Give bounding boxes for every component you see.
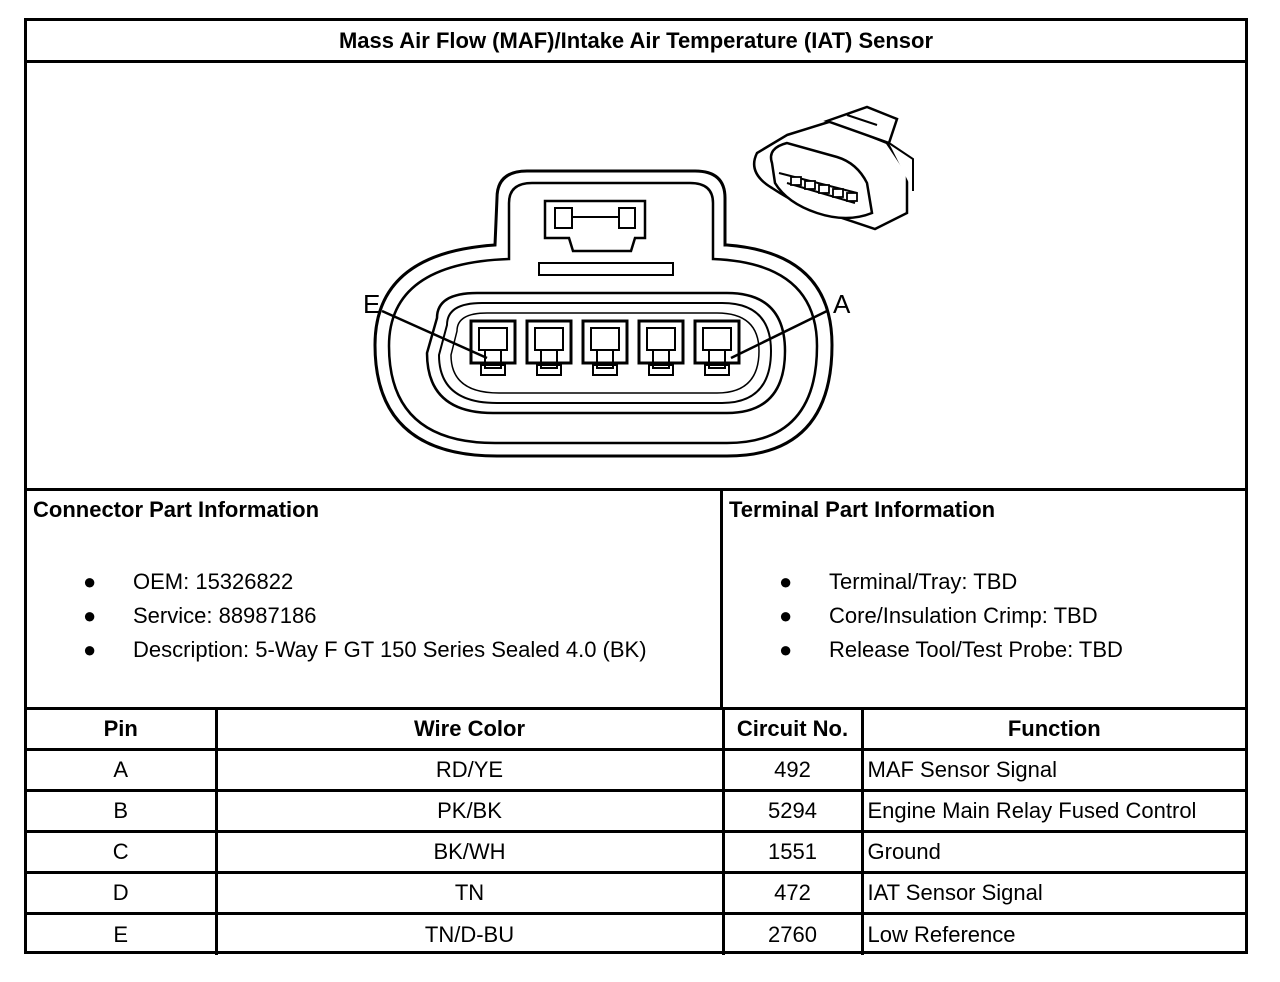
terminal-info-list: ●Terminal/Tray: TBD ●Core/Insulation Cri… [779, 569, 1123, 671]
cell-circuit-no: 472 [721, 871, 864, 915]
cell-function: Engine Main Relay Fused Control [860, 789, 1245, 833]
list-item: ●Description: 5-Way F GT 150 Series Seal… [83, 637, 647, 662]
header-circuit-no: Circuit No. [721, 707, 864, 751]
connector-diagram: E A [27, 63, 1245, 491]
bullet-icon: ● [83, 569, 97, 594]
table-row: A RD/YE 492 MAF Sensor Signal [27, 748, 1245, 792]
seal-inner [437, 302, 773, 404]
housing-outer [373, 169, 834, 458]
terminal-cavity-d [525, 319, 573, 376]
terminal-cavity-e [469, 319, 517, 376]
table-row: E TN/D-BU 2760 Low Reference [27, 912, 1245, 955]
cell-pin: E [27, 912, 218, 955]
cell-wire-color: PK/BK [214, 789, 725, 833]
cell-wire-color: TN [214, 871, 725, 915]
cell-pin: D [27, 871, 218, 915]
list-item: ●Release Tool/Test Probe: TBD [779, 637, 1123, 662]
pin-label-a: A [833, 289, 851, 319]
pin-label-e: E [363, 289, 380, 319]
cell-pin: B [27, 789, 218, 833]
pinout-sheet: Mass Air Flow (MAF)/Intake Air Temperatu… [24, 18, 1248, 955]
table-row: D TN 472 IAT Sensor Signal [27, 871, 1245, 915]
terminal-cavity-c [581, 319, 629, 376]
terminal-cavity-a [693, 319, 741, 376]
cell-circuit-no: 492 [721, 748, 864, 792]
connector-part-info: Connector Part Information ●OEM: 1532682… [27, 491, 723, 707]
table-row: C BK/WH 1551 Ground [27, 830, 1245, 874]
callout-line-a [730, 309, 828, 360]
cell-pin: A [27, 748, 218, 792]
cell-function: MAF Sensor Signal [860, 748, 1245, 792]
cell-function: IAT Sensor Signal [860, 871, 1245, 915]
cell-wire-color: RD/YE [214, 748, 725, 792]
terminal-info-heading: Terminal Part Information [729, 497, 996, 522]
pinout-table: Pin Wire Color Circuit No. Function A RD… [27, 707, 1245, 955]
bullet-icon: ● [779, 637, 793, 662]
terminal-cavities [469, 319, 741, 376]
cell-circuit-no: 5294 [721, 789, 864, 833]
list-item: ●Terminal/Tray: TBD [779, 569, 1018, 594]
seal-outer [425, 291, 787, 415]
header-pin: Pin [27, 707, 218, 751]
housing-inner [387, 181, 819, 445]
connector-face-drawing: E A [363, 105, 914, 458]
bullet-icon: ● [83, 637, 97, 662]
header-wire-color: Wire Color [214, 707, 725, 751]
list-item: ●Core/Insulation Crimp: TBD [779, 603, 1098, 628]
cell-circuit-no: 2760 [721, 912, 864, 955]
bullet-icon: ● [779, 603, 793, 628]
bullet-icon: ● [779, 569, 793, 594]
bullet-icon: ● [83, 603, 97, 628]
table-row: B PK/BK 5294 Engine Main Relay Fused Con… [27, 789, 1245, 833]
cell-wire-color: BK/WH [214, 830, 725, 874]
list-item: ●Service: 88987186 [83, 603, 317, 628]
terminal-cavity-b [637, 319, 685, 376]
connector-info-heading: Connector Part Information [33, 497, 320, 522]
cell-pin: C [27, 830, 218, 874]
cell-circuit-no: 1551 [721, 830, 864, 874]
latch [543, 199, 647, 253]
table-header-row: Pin Wire Color Circuit No. Function [27, 707, 1245, 751]
cell-function: Ground [860, 830, 1245, 874]
connector-info-list: ●OEM: 15326822 ●Service: 88987186 ●Descr… [83, 569, 647, 671]
terminal-part-info: Terminal Part Information ●Terminal/Tray… [723, 491, 1245, 707]
page-title: Mass Air Flow (MAF)/Intake Air Temperatu… [27, 21, 1245, 63]
cell-wire-color: TN/D-BU [214, 912, 725, 955]
connector-3d-view [752, 105, 914, 231]
callout-line-e [381, 309, 488, 360]
cell-function: Low Reference [860, 912, 1245, 955]
list-item: ●OEM: 15326822 [83, 569, 294, 594]
header-function: Function [860, 707, 1245, 751]
